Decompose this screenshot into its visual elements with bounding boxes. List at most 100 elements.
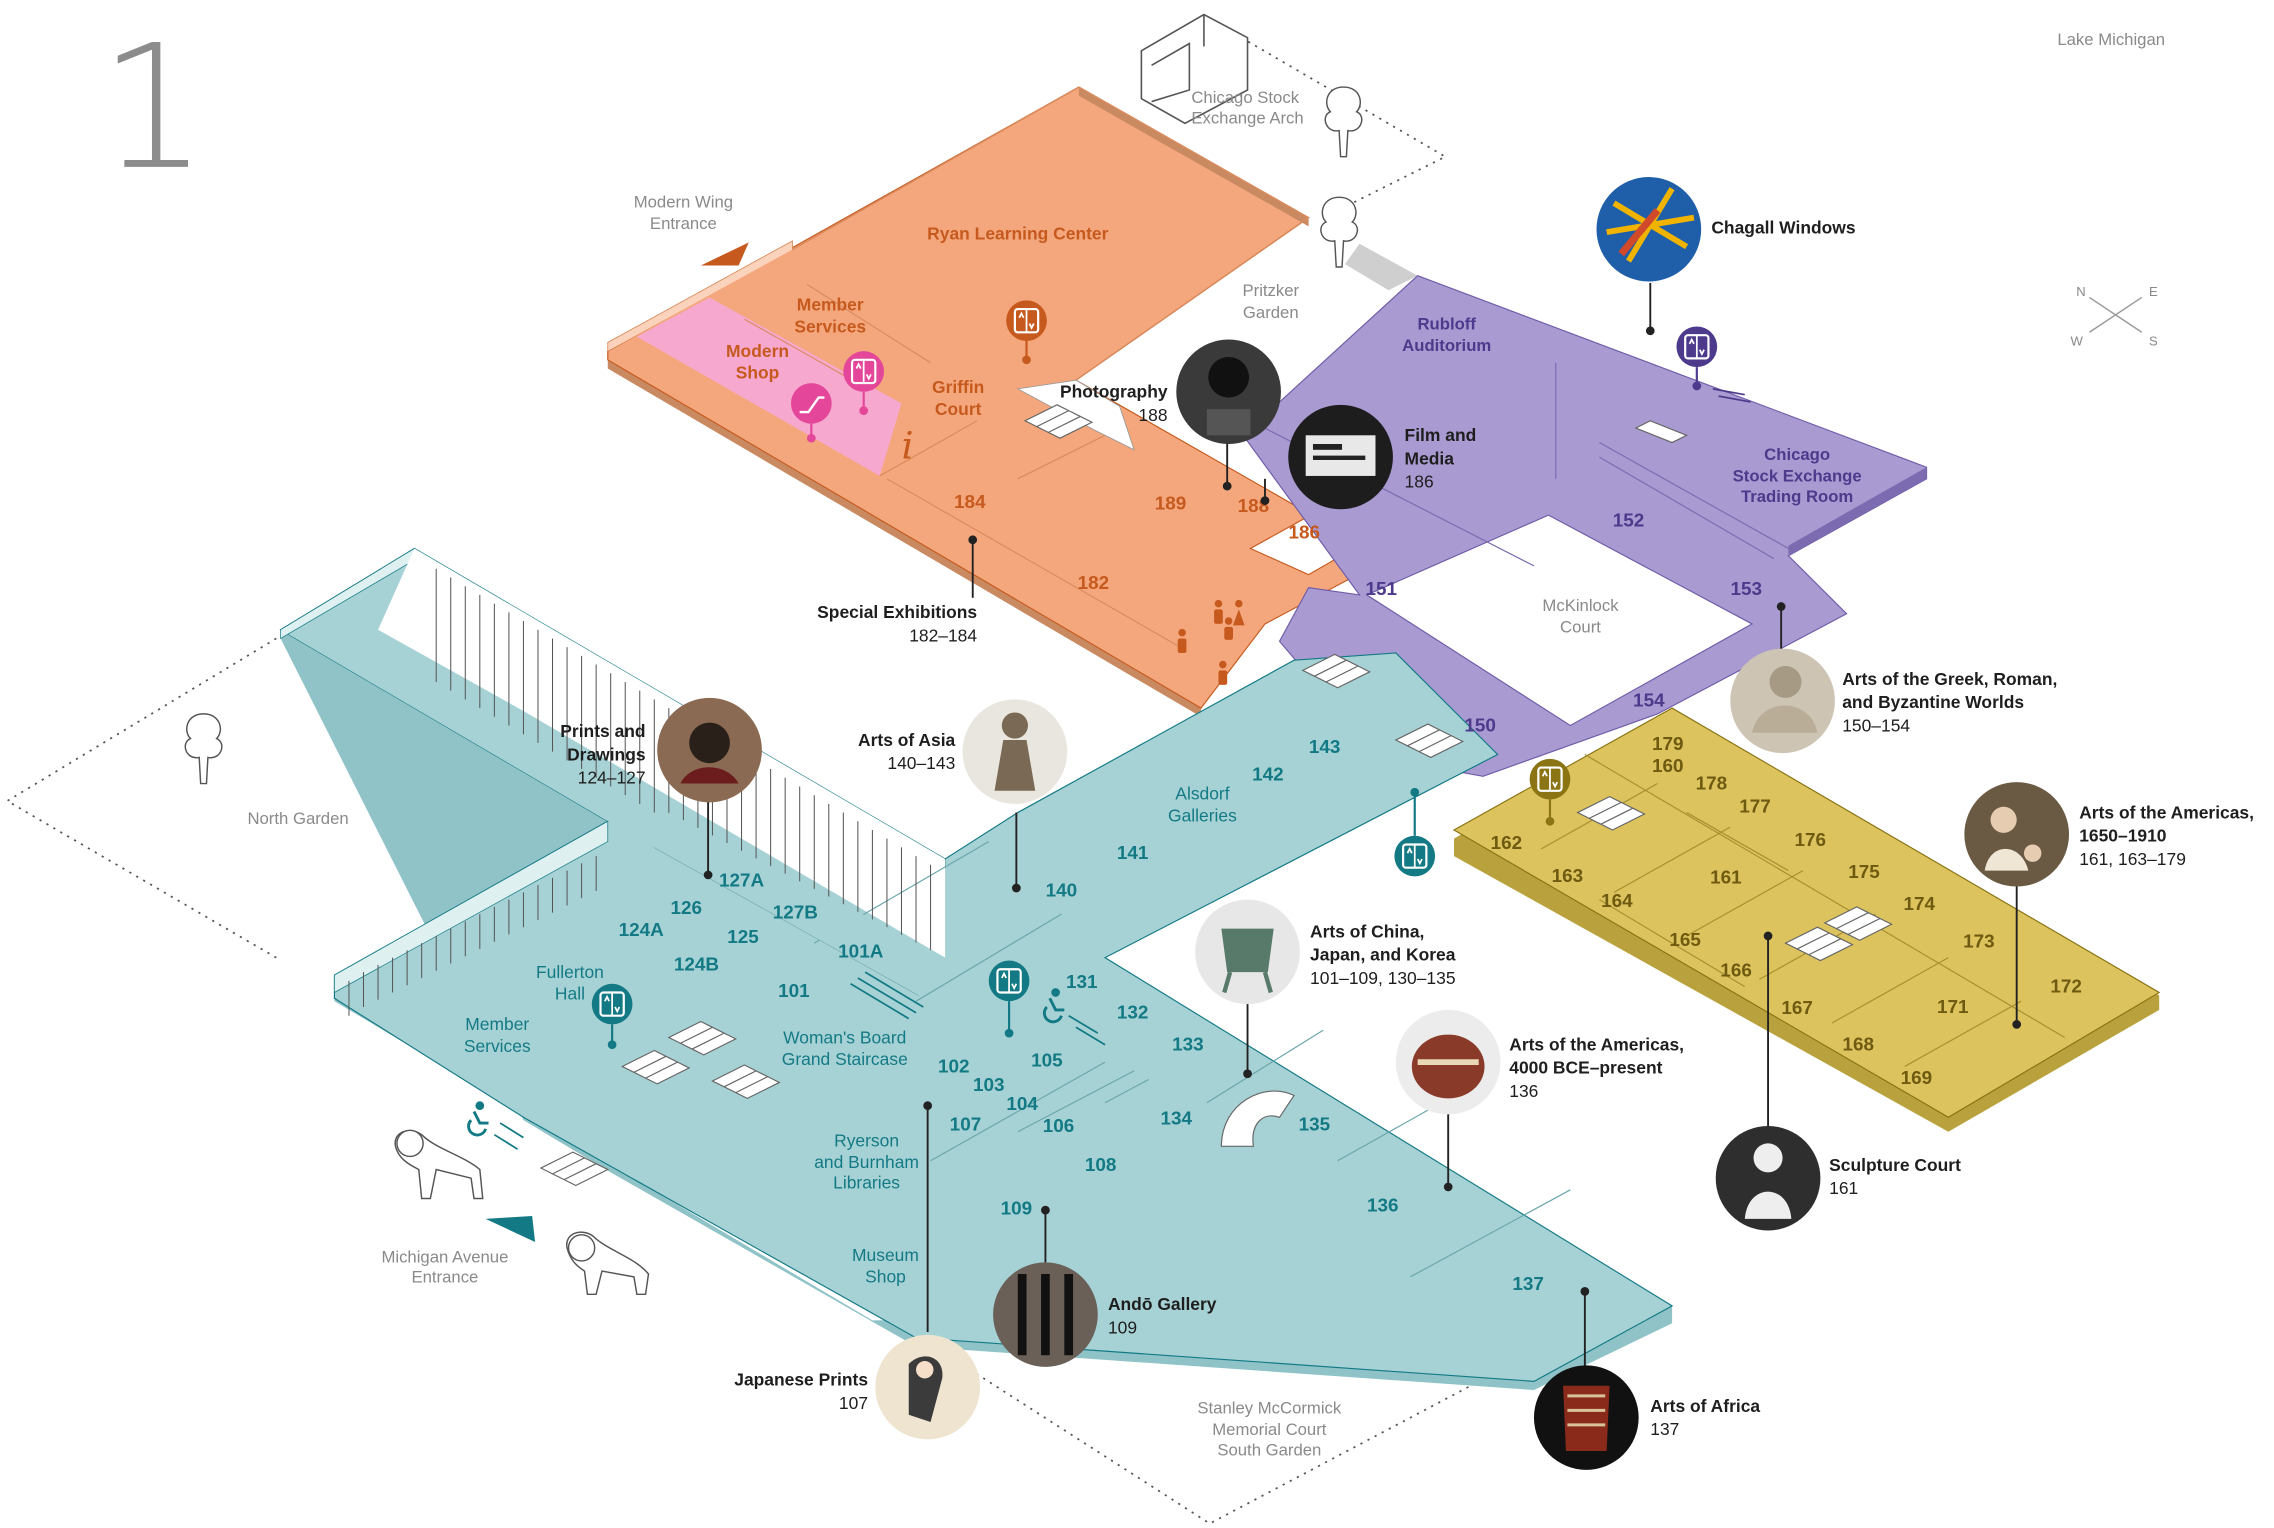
- orange-wing: [607, 86, 1368, 717]
- room-number: 126: [671, 898, 703, 919]
- prints-drawings-thumbnail: [657, 697, 762, 803]
- lion-icon: [394, 1129, 484, 1200]
- room-number: 152: [1613, 511, 1645, 532]
- room-number: 163: [1552, 866, 1584, 887]
- room-number: 173: [1963, 932, 1995, 953]
- room-number: 127A: [719, 871, 765, 892]
- arch-label: Chicago Stock Exchange Arch: [1191, 88, 1303, 127]
- escalator-icon[interactable]: [790, 383, 832, 443]
- room-number: 161: [1710, 868, 1742, 889]
- arts-of-asia-rooms: 140–143: [887, 753, 955, 773]
- sculpture-court-rooms: 161: [1829, 1178, 1858, 1198]
- arts-of-asia-thumbnail: [962, 699, 1068, 804]
- room-number: 174: [1904, 894, 1936, 915]
- elevator-icon[interactable]: [1005, 299, 1048, 365]
- accessible-icon: [467, 1101, 524, 1150]
- room-number: 168: [1842, 1035, 1874, 1056]
- room-number: 141: [1117, 843, 1149, 864]
- room-number: 105: [1031, 1051, 1063, 1072]
- room-number: 165: [1669, 930, 1701, 951]
- photography-label: Photography: [1060, 382, 1168, 402]
- japanese-prints-thumbnail: [875, 1334, 980, 1440]
- room-number: 179: [1652, 734, 1684, 755]
- room-number: 140: [1046, 881, 1078, 902]
- stock-exchange-arch-icon: [1140, 13, 1249, 125]
- room-number: 137: [1512, 1274, 1544, 1295]
- tree-icon: [1324, 86, 1363, 158]
- room-number: 186: [1288, 522, 1320, 543]
- elevator-icon[interactable]: [987, 959, 1031, 1038]
- elevator-icon[interactable]: [1528, 757, 1572, 826]
- sculpture-court-thumbnail: [1715, 1125, 1821, 1231]
- room-number: 162: [1491, 833, 1523, 854]
- room-number: 169: [1901, 1068, 1933, 1089]
- compass-icon: N E W S: [2070, 284, 2158, 348]
- ramp-icon: [1712, 388, 1751, 403]
- elevator-icon[interactable]: [1675, 325, 1719, 391]
- lion-icon: [566, 1231, 650, 1296]
- info-icon[interactable]: i: [901, 424, 913, 468]
- room-number: 125: [727, 927, 759, 948]
- film-media-thumbnail: [1288, 404, 1393, 510]
- room-number: 151: [1366, 579, 1398, 600]
- room-number: 124B: [674, 955, 719, 976]
- arts-americas-4000-rooms: 136: [1509, 1081, 1538, 1101]
- room-number: 143: [1309, 737, 1341, 758]
- restroom-icon: [1177, 599, 1245, 685]
- ryan-learning-center-label: Ryan Learning Center: [927, 223, 1108, 243]
- elevator-icon[interactable]: [1393, 787, 1437, 878]
- room-number: 184: [954, 492, 986, 513]
- svg-text:N: N: [2076, 284, 2085, 299]
- room-number: 175: [1848, 862, 1880, 883]
- room-number: 153: [1730, 579, 1762, 600]
- photography-rooms: 188: [1138, 405, 1167, 425]
- chagall-windows-thumbnail: [1596, 177, 1702, 282]
- room-number: 101: [778, 981, 810, 1002]
- teal-room-numbers: 143 142 141 140 127A 126 127B 124A 125 1…: [619, 737, 1544, 1295]
- elevator-icon[interactable]: [590, 982, 634, 1050]
- special-exhibitions-label: Special Exhibitions: [817, 602, 977, 622]
- room-number: 136: [1367, 1196, 1399, 1217]
- room-number: 164: [1601, 891, 1633, 912]
- room-number: 160: [1652, 756, 1684, 777]
- spiral-stairs-icon: [1220, 1090, 1295, 1147]
- arts-americas-1650-thumbnail: [1964, 782, 2070, 887]
- room-number: 178: [1696, 773, 1728, 794]
- japanese-prints-rooms: 107: [839, 1393, 868, 1413]
- arts-of-china-label: Arts of China,Japan, and Korea: [1310, 921, 1456, 964]
- greek-roman-thumbnail: [1730, 648, 1835, 754]
- leader-lines: [707, 282, 2018, 1369]
- arts-of-asia-label: Arts of Asia: [858, 730, 956, 750]
- sculpture-court-label: Sculpture Court: [1829, 1155, 1961, 1175]
- yellow-room-numbers: 179 160 178 177 162 176 163 161 175 164 …: [1491, 734, 2082, 1089]
- purple-room-numbers: 152 151 153 154 150: [1366, 511, 1762, 737]
- chagall-windows-label: Chagall Windows: [1711, 218, 1855, 238]
- room-number: 176: [1794, 830, 1826, 851]
- room-number: 102: [938, 1056, 970, 1077]
- room-number: 182: [1078, 573, 1110, 594]
- room-number: 101A: [838, 942, 884, 963]
- room-number: 131: [1066, 972, 1098, 993]
- room-number: 177: [1739, 797, 1771, 818]
- north-garden-label: North Garden: [247, 809, 348, 828]
- outdoor-boundaries: [5, 16, 1513, 1525]
- arts-americas-1650-rooms: 161, 163–179: [2079, 849, 2186, 869]
- arts-of-china-thumbnail: [1195, 899, 1300, 1005]
- elevator-icon[interactable]: [842, 350, 886, 415]
- ando-gallery-rooms: 109: [1108, 1317, 1137, 1337]
- room-number: 107: [950, 1114, 982, 1135]
- photography-thumbnail: [1176, 339, 1281, 445]
- room-number: 171: [1937, 997, 1969, 1018]
